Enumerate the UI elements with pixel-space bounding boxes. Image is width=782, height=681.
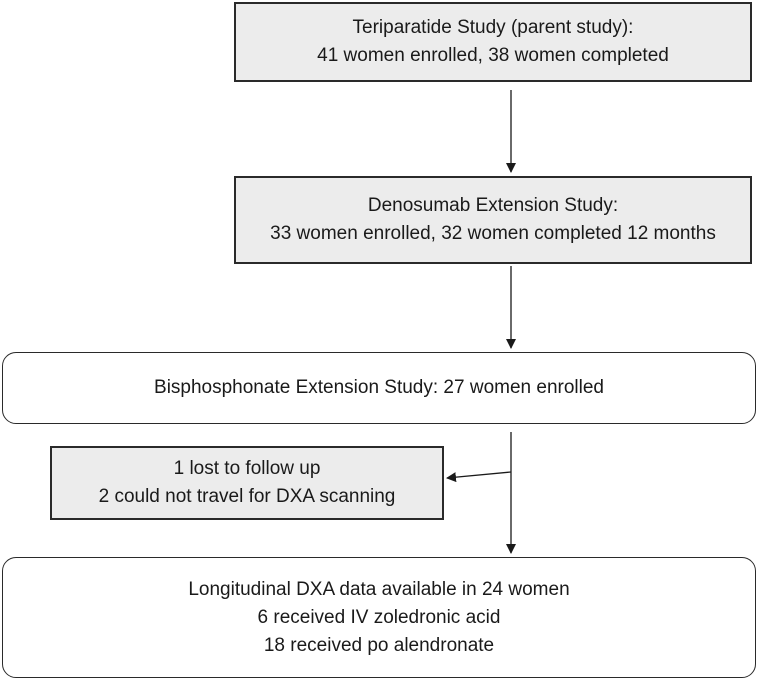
- teriparatide-study-box: Teriparatide Study (parent study): 41 wo…: [234, 2, 752, 82]
- teriparatide-study-counts: 41 women enrolled, 38 women completed: [317, 45, 669, 66]
- denosumab-extension-title: Denosumab Extension Study:: [367, 195, 619, 216]
- excluded-could-not-travel: 2 could not travel for DXA scanning: [98, 486, 396, 507]
- denosumab-extension-box: Denosumab Extension Study: 33 women enro…: [234, 176, 752, 264]
- denosumab-extension-counts: 33 women enrolled, 32 women completed 12…: [270, 223, 716, 244]
- excluded-participants-box: 1 lost to follow up 2 could not travel f…: [50, 446, 444, 520]
- teriparatide-study-title: Teriparatide Study (parent study):: [352, 17, 634, 38]
- excluded-lost-followup: 1 lost to follow up: [173, 458, 321, 479]
- bisphosphonate-extension-box: Bisphosphonate Extension Study: 27 women…: [2, 352, 756, 424]
- zoledronic-acid-count: 6 received IV zoledronic acid: [257, 606, 501, 628]
- longitudinal-data-available: Longitudinal DXA data available in 24 wo…: [188, 578, 570, 600]
- arrow-to-excluded: [446, 471, 512, 483]
- alendronate-count: 18 received po alendronate: [263, 634, 495, 656]
- bisphosphonate-extension-label: Bisphosphonate Extension Study: 27 women…: [154, 377, 604, 398]
- longitudinal-data-box: Longitudinal DXA data available in 24 wo…: [2, 557, 756, 678]
